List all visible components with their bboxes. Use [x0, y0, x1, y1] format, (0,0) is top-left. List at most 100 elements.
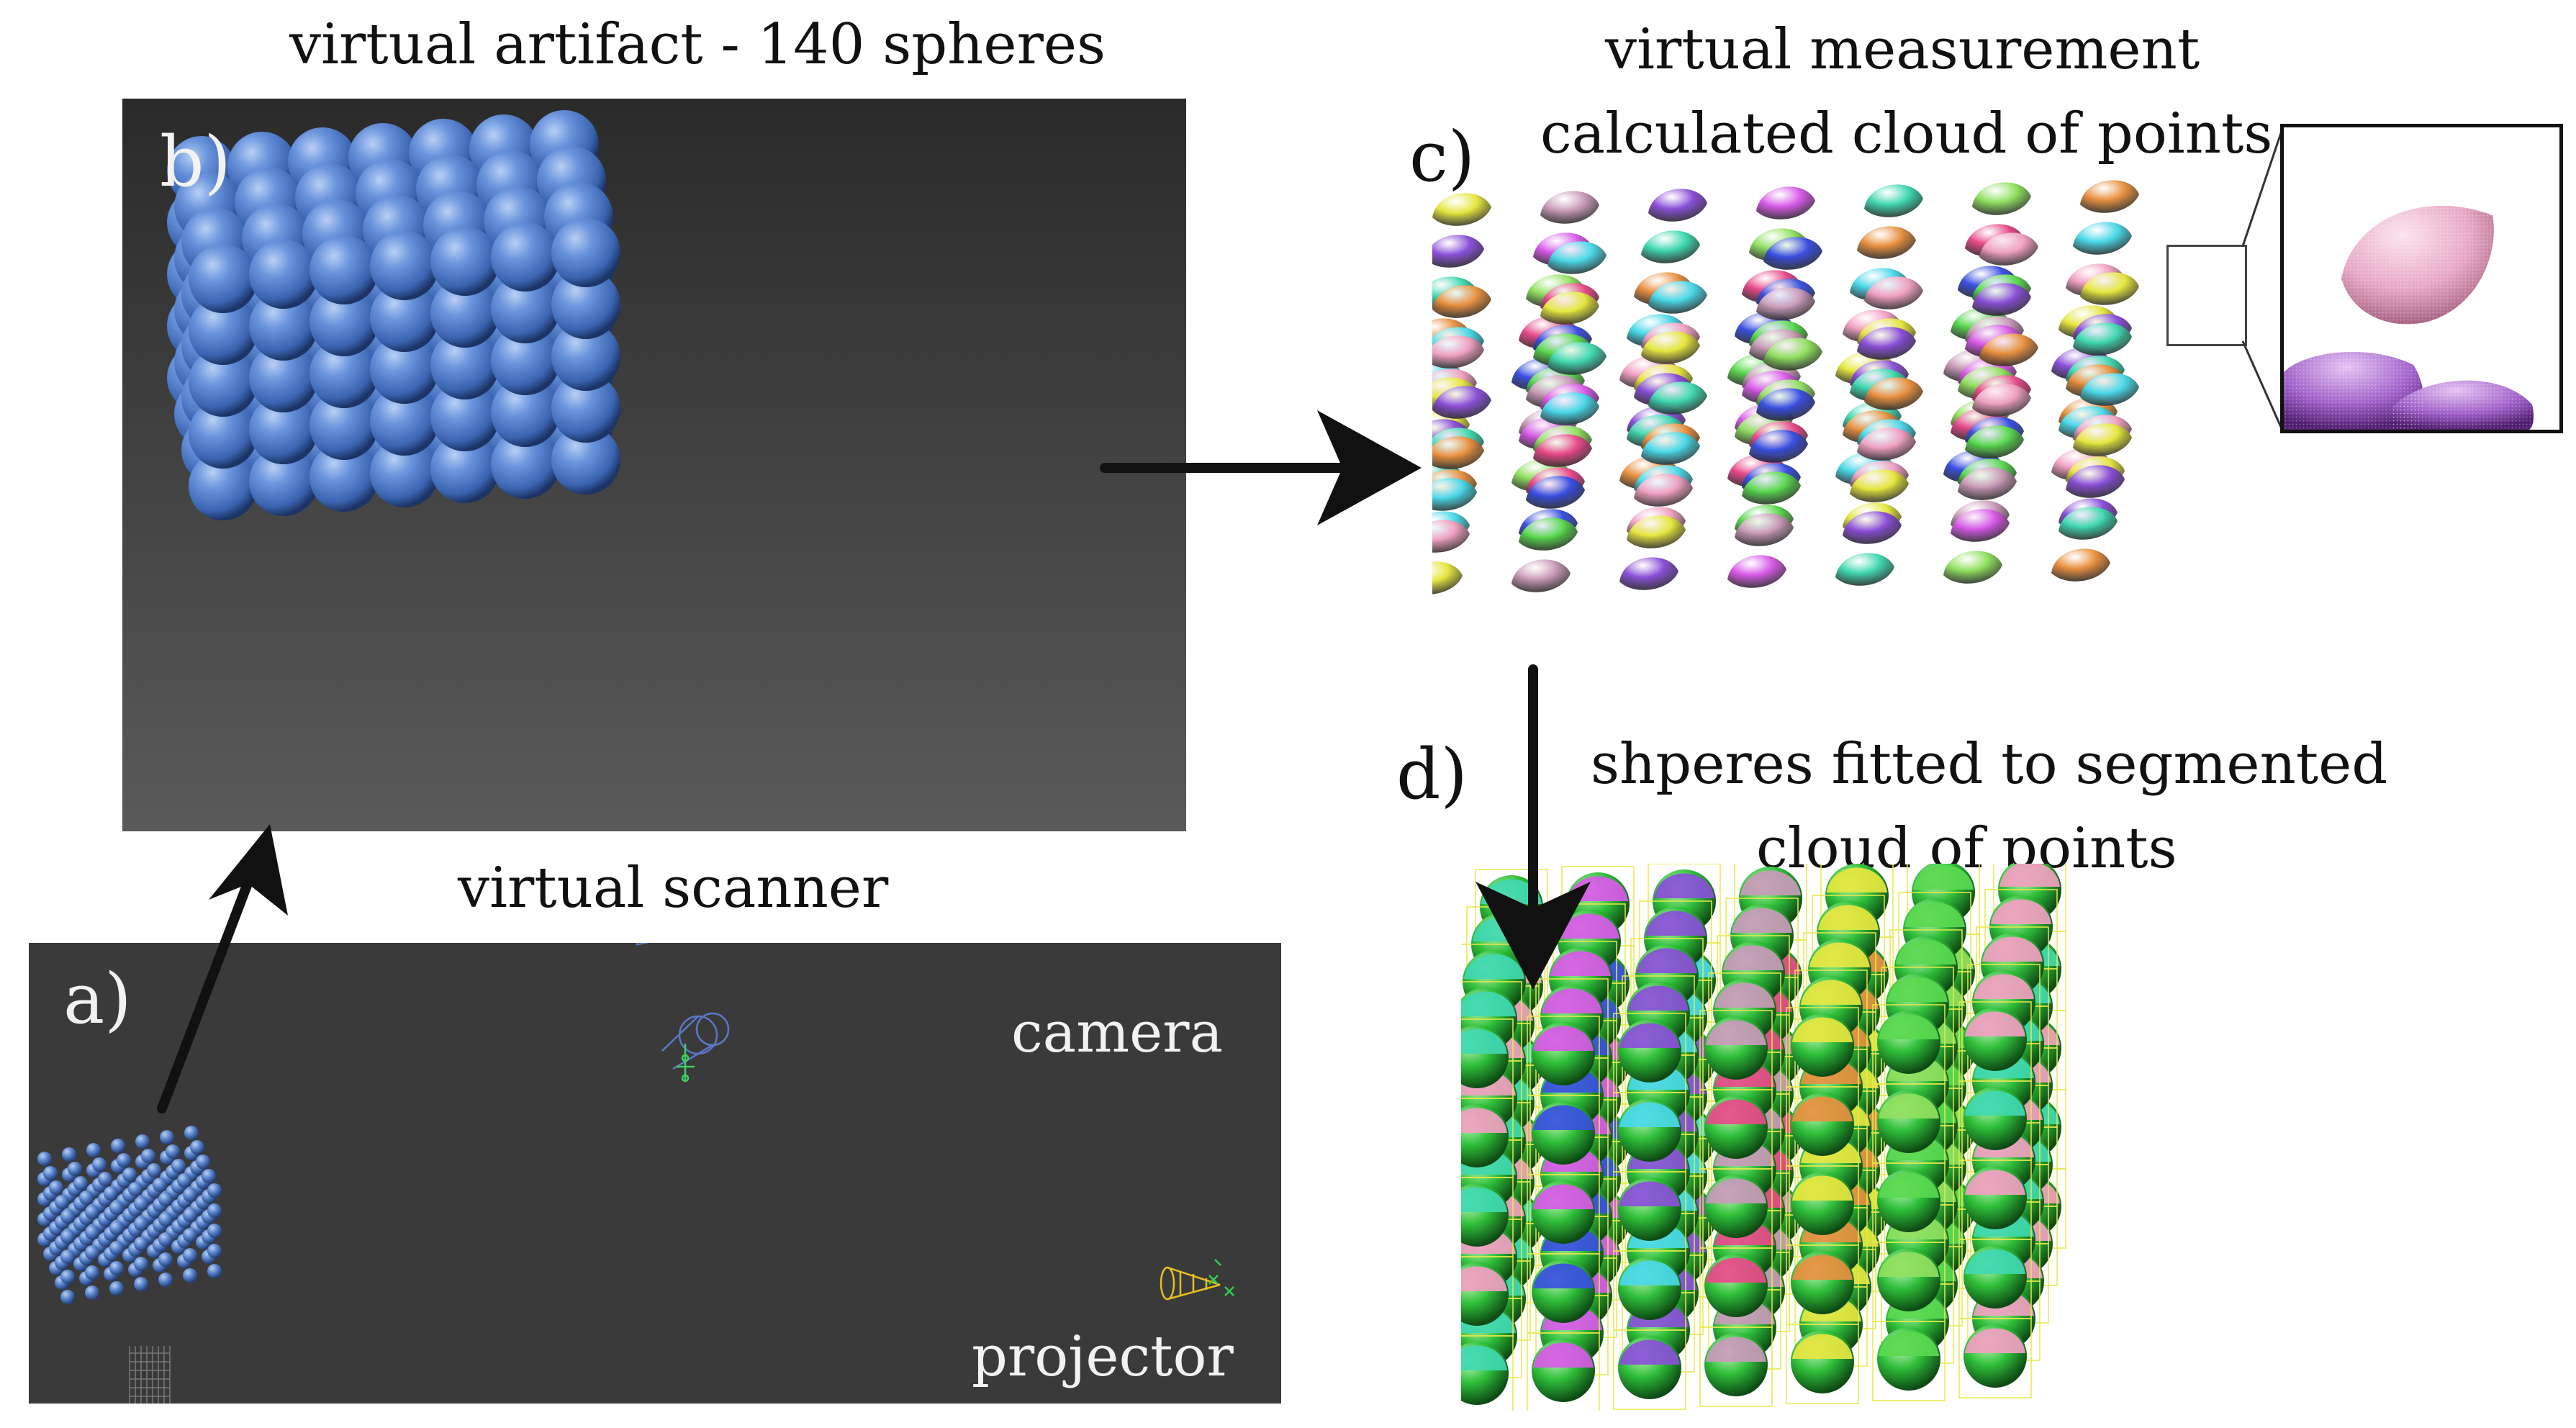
segment-cap	[1533, 1184, 1594, 1209]
artifact-sphere	[551, 374, 620, 443]
artifact-sphere	[370, 387, 439, 456]
segment-cap	[1887, 977, 1948, 1002]
zoom-inset	[2280, 124, 2563, 433]
scene-sphere	[134, 1196, 148, 1211]
scene-sphere	[158, 1252, 173, 1267]
scene-sphere	[153, 1178, 167, 1192]
artifact-sphere	[430, 279, 500, 348]
label-d: d)	[1396, 734, 1468, 815]
fit-bounding-box	[1461, 1018, 1514, 1099]
scene-sphere	[158, 1192, 173, 1206]
point-cloud-fragment	[1843, 511, 1902, 544]
caption-virtual-measurement: virtual measurement	[1605, 17, 2200, 82]
segment-cap	[1706, 1337, 1766, 1362]
segment-cap	[1637, 948, 1697, 973]
point-cloud-fragment	[1763, 237, 1822, 270]
scene-sphere	[158, 1273, 173, 1287]
artifact-sphere	[551, 218, 620, 287]
point-cloud-fragment	[1547, 342, 1606, 375]
scene-sphere	[190, 1140, 204, 1154]
scene-sphere	[207, 1203, 222, 1218]
artifact-sphere	[309, 443, 379, 512]
point-cloud-fragment	[1979, 232, 2038, 266]
artifact-sphere	[370, 283, 439, 352]
scene-sphere	[111, 1139, 125, 1153]
scene-sphere	[109, 1201, 124, 1215]
scene-sphere	[177, 1173, 191, 1188]
point-cloud-fragment	[1857, 327, 1916, 360]
artifact-sphere	[491, 378, 560, 447]
artifact-sphere	[430, 330, 500, 399]
segment-cap	[1723, 945, 1784, 970]
point-cloud-fragment	[1857, 226, 1916, 259]
scene-sphere	[60, 1229, 75, 1244]
point-cloud-fragment	[1972, 384, 2031, 417]
scene-sphere	[207, 1244, 222, 1258]
artifact-sphere	[189, 451, 258, 520]
point-cloud-fragment	[1972, 182, 2031, 215]
segment-cap	[1792, 1255, 1853, 1280]
point-cloud-fragment	[1742, 471, 1801, 505]
segment-cap	[1461, 991, 1516, 1016]
scene-sphere	[104, 1186, 118, 1201]
scene-sphere	[85, 1285, 99, 1300]
segment-cap	[1619, 1102, 1680, 1127]
segment-cap	[1461, 1345, 1507, 1370]
segment-cap	[1619, 1260, 1680, 1285]
fit-bounding-box	[1872, 1004, 1945, 1085]
segment-cap	[1896, 939, 1956, 964]
point-cloud-fragment	[2080, 272, 2139, 305]
point-cloud-fragment	[1763, 338, 1822, 371]
fit-bounding-box	[1958, 1001, 2032, 1082]
scene-sphere	[85, 1205, 99, 1219]
scene-sphere	[109, 1261, 124, 1275]
scene-sphere	[134, 1277, 148, 1291]
segment-cap	[1706, 1257, 1766, 1283]
scene-sphere	[202, 1169, 216, 1183]
camera-icon	[636, 943, 730, 1083]
artifact-sphere	[430, 434, 500, 503]
point-cloud-fragment	[1756, 287, 1815, 320]
point-cloud-fragment	[1540, 292, 1599, 325]
segment-cap	[1740, 870, 1801, 895]
projector-label: projector	[972, 1324, 1234, 1389]
point-cloud-fragment	[1641, 432, 1700, 465]
point-cloud-fragment	[1965, 425, 2024, 458]
scene-sphere	[166, 1144, 180, 1159]
segment-cap	[1461, 1108, 1507, 1133]
scene-sphere	[43, 1166, 58, 1180]
point-cloud-fragment	[2066, 465, 2125, 498]
segment-cap	[1542, 988, 1602, 1013]
segment-cap	[1706, 1099, 1766, 1124]
scene-sphere	[86, 1143, 101, 1157]
scene-sphere	[109, 1221, 124, 1235]
artifact-sphere	[491, 222, 560, 292]
point-cloud-fragment	[2073, 423, 2132, 456]
segment-cap	[1879, 1014, 1939, 1039]
segment-cap	[1619, 1181, 1680, 1206]
point-cloud-fragment	[2073, 322, 2132, 356]
point-cloud-fragment	[1756, 186, 1815, 220]
scene-sphere	[134, 1216, 148, 1231]
segment-cap	[1706, 1020, 1766, 1045]
segment-cap	[1879, 1331, 1939, 1356]
point-cloud-fragment	[1958, 467, 2017, 500]
scene-sphere	[147, 1163, 161, 1178]
caption-fitted-cloud: cloud of points	[1756, 816, 2177, 881]
segment-cap	[1464, 954, 1524, 979]
point-cloud-fragment	[1432, 193, 1491, 226]
point-cloud-fragment	[1951, 509, 2010, 542]
segment-cap	[1645, 910, 1706, 936]
segment-cap	[1982, 936, 2043, 962]
artifact-sphere	[370, 231, 439, 300]
point-cloud-fragment	[1727, 555, 1786, 588]
projector-icon	[1160, 1259, 1234, 1301]
scene-sphere	[183, 1208, 197, 1222]
scene-sphere	[92, 1157, 107, 1172]
artifact-sphere	[309, 235, 379, 304]
artifact-sphere	[189, 296, 258, 365]
artifact-sphere	[551, 425, 620, 494]
point-cloud-fragment	[1627, 515, 1686, 548]
scene-sphere	[85, 1265, 99, 1280]
